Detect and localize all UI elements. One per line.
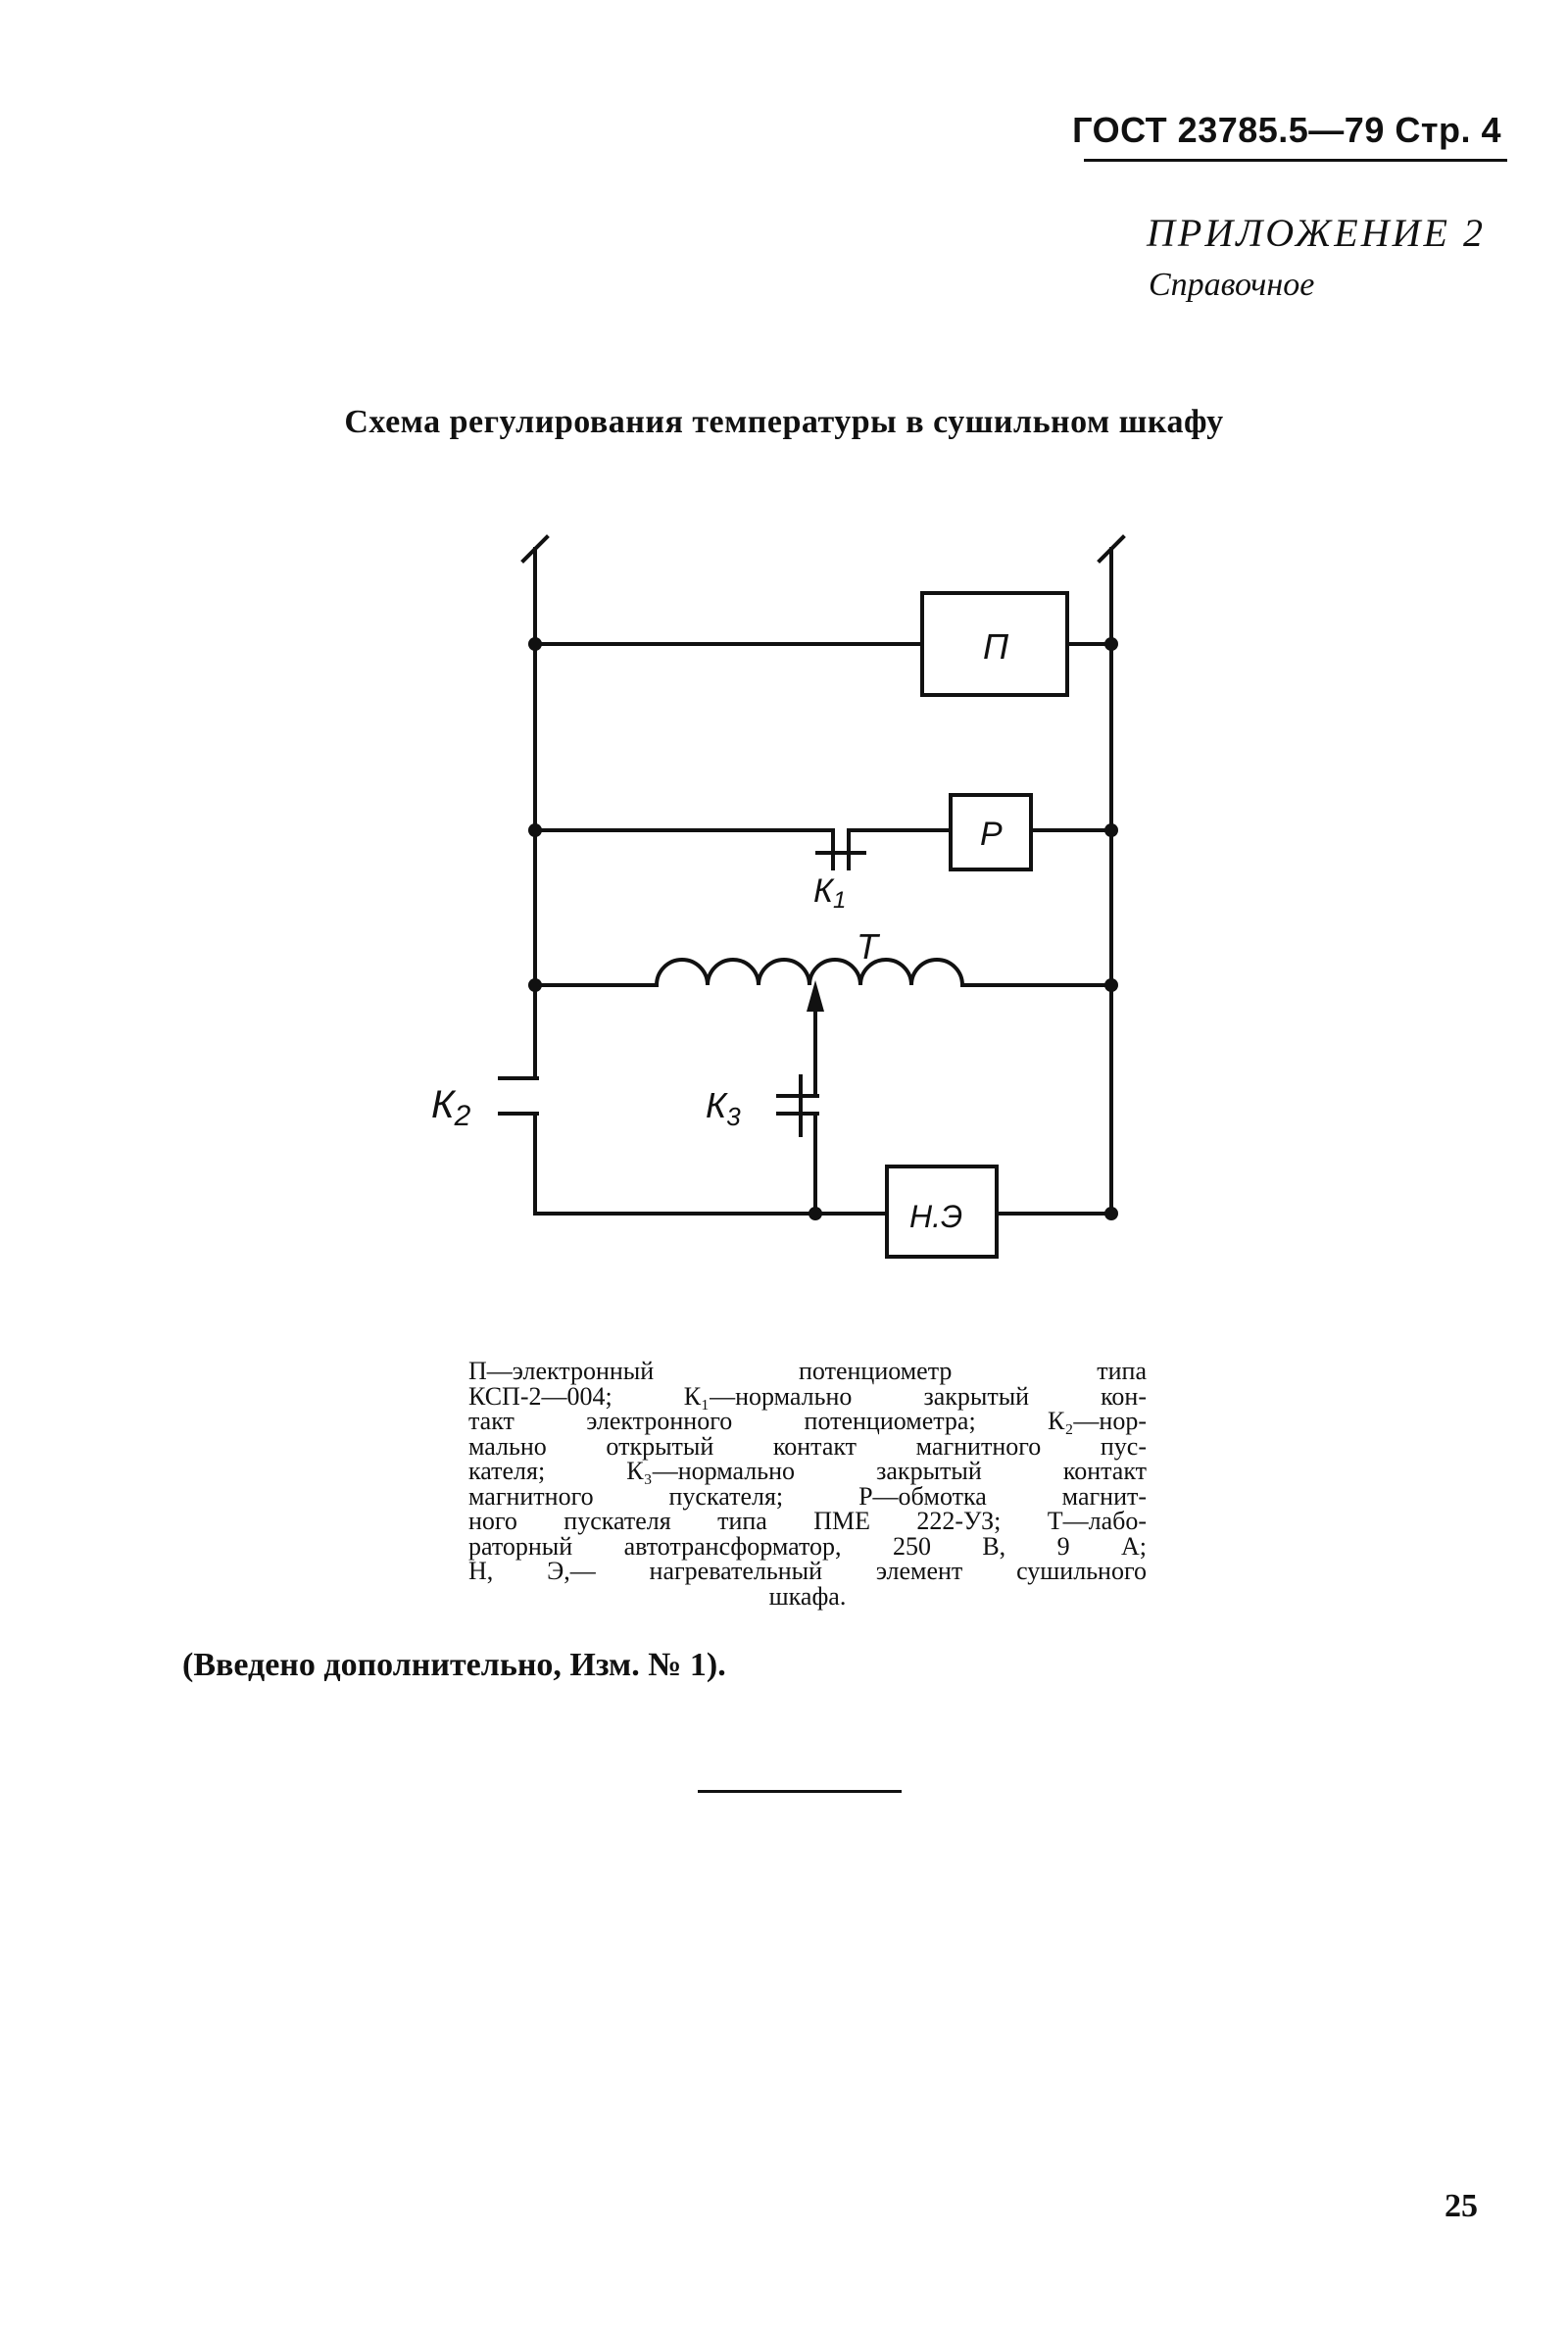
scheme-title: Схема регулирования температуры в сушиль… <box>344 404 1224 440</box>
legend-line: мально открытый контакт магнитного пус- <box>468 1431 1147 1461</box>
junction-dot <box>808 1207 822 1220</box>
autotransformer-winding <box>654 958 965 988</box>
legend-line: П—электронный потенциометр типа <box>468 1357 1147 1385</box>
standard-code: ГОСТ 23785.5—79 Стр. 4 <box>1072 110 1501 150</box>
wiper-arrow <box>807 980 824 1012</box>
legend-line: кателя; К₃—нормально закрытый контакт <box>468 1457 1147 1485</box>
appendix-subtitle: Справочное <box>1149 267 1315 303</box>
junction-dot <box>1104 637 1118 651</box>
potentiometer-label: П <box>983 626 1009 667</box>
legend: П—электронный потенциометр типа КСП-2—00… <box>468 1359 1147 1609</box>
appendix-title: ПРИЛОЖЕНИЕ 2 <box>1147 211 1486 255</box>
circuit-schematic: П Р К1 Т К2 К3 Н.Э <box>431 534 1126 1259</box>
contact-k3-label: К3 <box>706 1085 741 1131</box>
junction-dot <box>528 978 542 992</box>
legend-line: магнитного пускателя; Р—обмотка магнит- <box>468 1481 1147 1511</box>
heater-label: Н.Э <box>909 1199 962 1234</box>
amendment-note: (Введено дополнительно, Изм. № 1). <box>182 1647 726 1683</box>
legend-line: раторный автотрансформатор, 250 В, 9 А; <box>468 1531 1147 1561</box>
page-number: 25 <box>1445 2188 1478 2224</box>
legend-line: Н, Э,— нагревательный элемент сушильного <box>468 1557 1147 1585</box>
transformer-label: Т <box>857 926 881 967</box>
junction-dot <box>1104 978 1118 992</box>
legend-line: шкафа. <box>768 1581 847 1611</box>
end-rule <box>698 1790 902 1793</box>
junction-dot <box>1104 1207 1118 1220</box>
legend-line: КСП-2—004; К₁—нормально закрытый кон- <box>468 1381 1147 1411</box>
legend-line: ного пускателя типа ПМЕ 222-УЗ; Т—лабо- <box>468 1507 1147 1535</box>
contact-k2-label: К2 <box>431 1083 471 1132</box>
contact-k1-label: К1 <box>813 872 846 914</box>
legend-line: такт электронного потенциометра; К₂—нор- <box>468 1407 1147 1435</box>
junction-dot <box>528 637 542 651</box>
header-rule <box>1084 159 1507 162</box>
junction-dot <box>1104 823 1118 837</box>
relay-coil-label: Р <box>980 816 1003 853</box>
junction-dot <box>528 823 542 837</box>
